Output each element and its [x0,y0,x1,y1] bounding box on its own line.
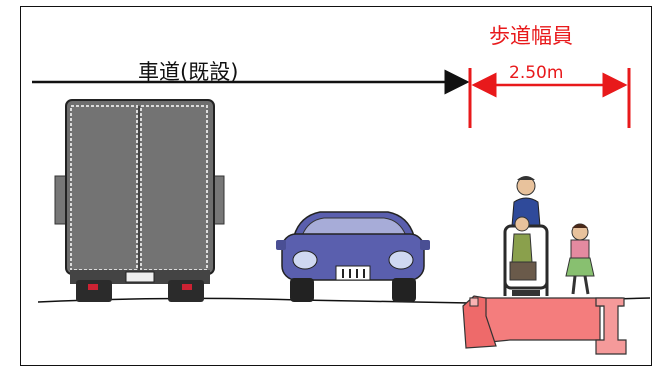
gutter-block [595,297,627,355]
child-icon [565,223,595,295]
sidewalk-dimension [468,68,631,128]
car-icon [276,211,430,302]
curb-icon [462,295,497,349]
wheelchair-person-icon [503,176,549,296]
roadway-label: 車道(既設) [138,60,239,84]
sidewalk-width-title: 歩道幅員 [489,24,573,48]
sidewalk-width-value: 2.50m [509,63,564,83]
truck-icon [54,99,225,302]
